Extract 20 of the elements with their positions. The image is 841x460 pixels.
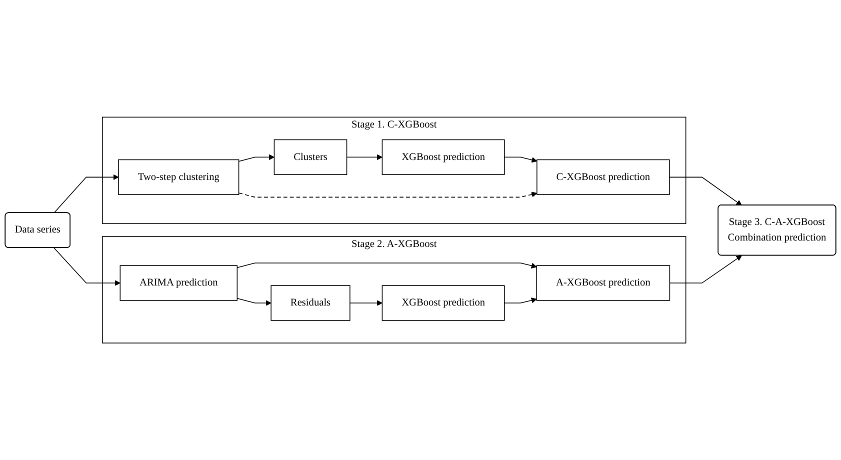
node-box: Clusters [274,139,348,175]
arrow [350,300,382,306]
arrow [54,247,120,286]
arrow [504,156,538,163]
node-box: A-XGBoost prediction [536,265,670,301]
arrow [54,174,119,214]
node-box: Two-step clustering [118,159,240,195]
node-box: C-XGBoost prediction [536,159,670,195]
node-box: XGBoost prediction [382,139,505,175]
arrow [236,262,537,268]
arrow [504,297,537,304]
node-box: ARIMA prediction [120,265,238,301]
arrow [236,298,272,306]
arrow [669,176,742,206]
node-box: Residuals [270,285,350,321]
arrow [238,192,538,198]
arrow [346,154,382,160]
arrow [669,255,742,284]
arrow [238,154,274,162]
node-box: XGBoost prediction [382,285,505,321]
